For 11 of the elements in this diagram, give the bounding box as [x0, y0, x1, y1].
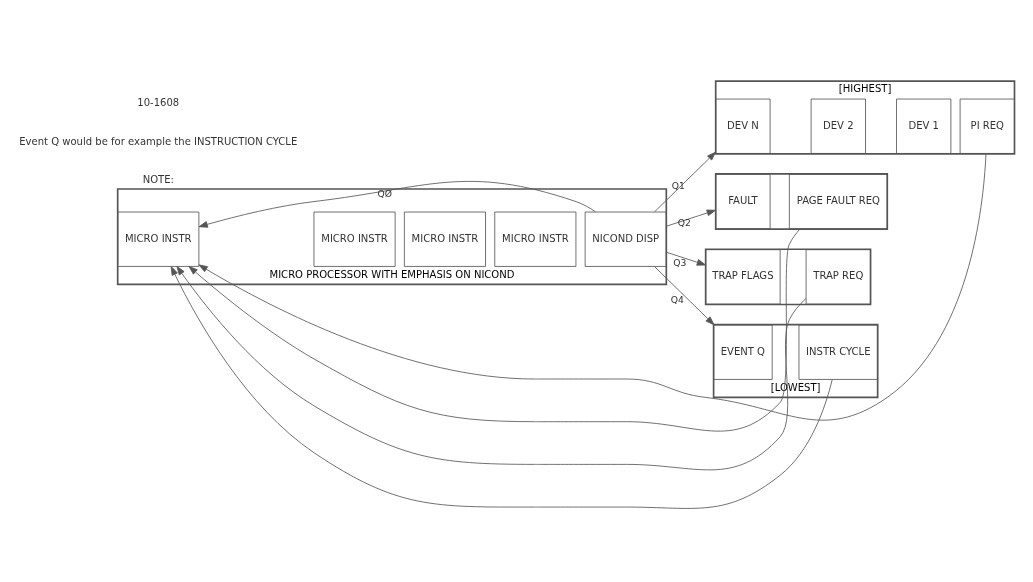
- node-label: MICRO PROCESSOR WITH EMPHASIS ON NICOND: [269, 268, 515, 280]
- node-label: [HIGHEST]: [838, 82, 892, 94]
- edge-label: Q1: [671, 179, 685, 191]
- label: 10-1608: [137, 96, 180, 108]
- label: NOTE:: [142, 173, 174, 185]
- edge-label: Q3: [673, 256, 687, 268]
- edge-label: Q2: [677, 216, 691, 228]
- node-label: [LOWEST]: [770, 381, 821, 393]
- edge-label: Q4: [670, 293, 684, 305]
- label: Event Q would be for example the INSTRUCTION CYCLE: [19, 135, 298, 147]
- edge-label: QØ: [377, 187, 392, 199]
